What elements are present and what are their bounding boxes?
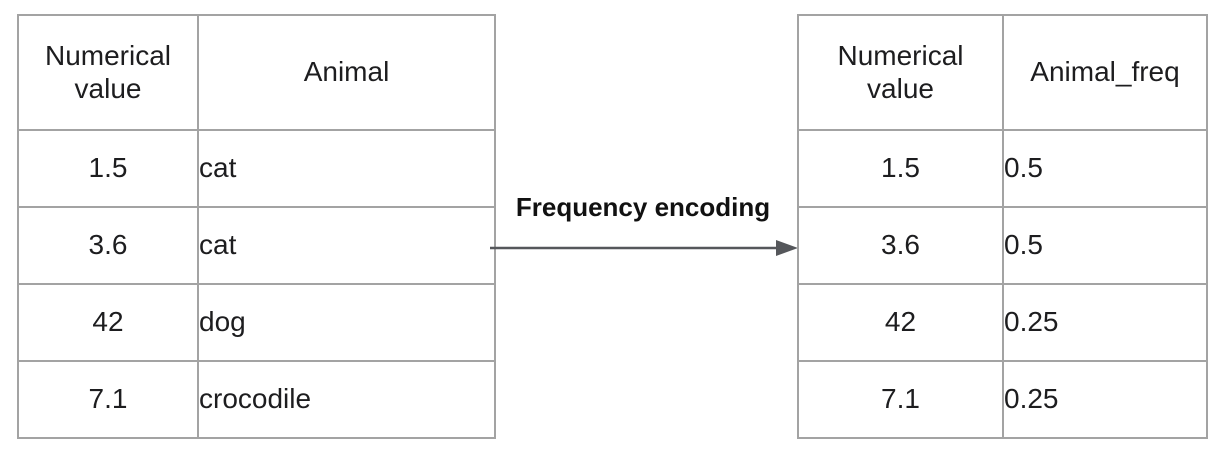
cell-numerical-value: 1.5 [17,129,199,208]
cell-numerical-value: 3.6 [17,206,199,285]
cell-animal-freq: 0.5 [1002,129,1208,208]
source-table: Numerical value Animal 1.5 cat 3.6 cat 4… [17,14,496,439]
header-animal: Animal [197,14,496,131]
cell-numerical-value: 7.1 [797,360,1004,439]
table-row: 42 dog [17,283,496,362]
cell-numerical-value: 3.6 [797,206,1004,285]
header-label: Numerical value [837,40,964,104]
cell-numerical-value: 42 [17,283,199,362]
frequency-encoding-label: Frequency encoding [515,192,771,222]
encoded-table: Numerical value Animal_freq 1.5 0.5 3.6 … [797,14,1208,439]
table-row: 42 0.25 [797,283,1208,362]
header-animal-freq: Animal_freq [1002,14,1208,131]
header-numerical-value: Numerical value [797,14,1004,131]
table-header-row: Numerical value Animal_freq [797,14,1208,131]
cell-animal: crocodile [197,360,496,439]
table-row: 7.1 crocodile [17,360,496,439]
cell-animal-freq: 0.25 [1002,360,1208,439]
header-label: Numerical value [44,40,172,104]
cell-animal: cat [197,129,496,208]
header-label: Animal_freq [1030,56,1180,88]
cell-numerical-value: 1.5 [797,129,1004,208]
table-row: 3.6 cat [17,206,496,285]
table-header-row: Numerical value Animal [17,14,496,131]
cell-animal-freq: 0.5 [1002,206,1208,285]
table-row: 1.5 0.5 [797,129,1208,208]
header-label: Animal [303,56,390,88]
cell-numerical-value: 42 [797,283,1004,362]
table-row: 7.1 0.25 [797,360,1208,439]
table-row: 1.5 cat [17,129,496,208]
cell-animal: dog [197,283,496,362]
cell-numerical-value: 7.1 [17,360,199,439]
table-row: 3.6 0.5 [797,206,1208,285]
header-numerical-value: Numerical value [17,14,199,131]
arrow-right-icon [490,240,798,256]
cell-animal-freq: 0.25 [1002,283,1208,362]
cell-animal: cat [197,206,496,285]
